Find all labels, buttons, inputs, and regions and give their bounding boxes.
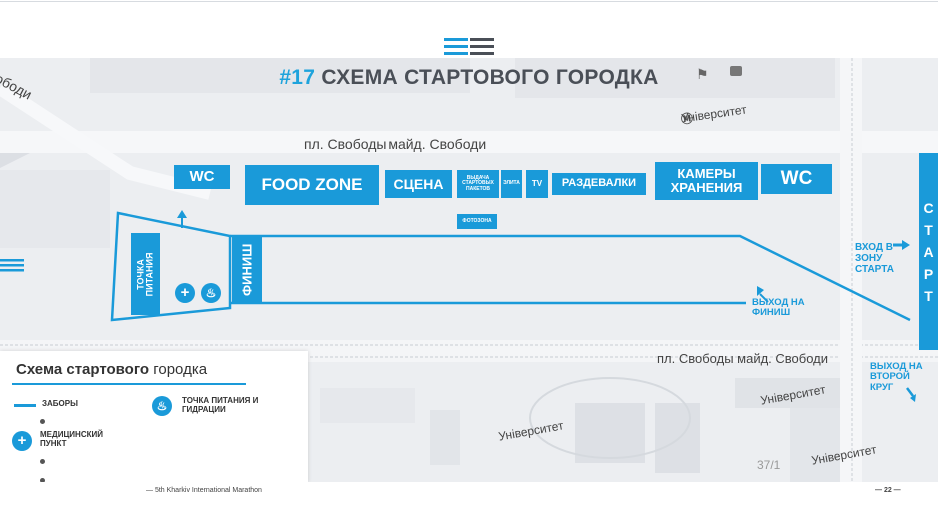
zone-changing: РАЗДЕВАЛКИ [552, 173, 646, 195]
zone-photo: ФОТОЗОНА [457, 214, 497, 229]
legend-underline [12, 383, 246, 385]
bullet [40, 419, 45, 424]
legend-hydration: ТОЧКА ПИТАНИЯ И ГИДРАЦИИ [182, 396, 259, 414]
legend-panel: Схема стартового городка ЗАБОРЫ ♨ ТОЧКА … [0, 351, 308, 483]
zone-wc-left: WC [174, 165, 230, 189]
page-number: — 22 — [875, 487, 901, 494]
zone-stage: СЦЕНА [385, 170, 452, 198]
street-label-bottom: пл. Свободы майд. Свободи [657, 351, 829, 366]
page-title: #17 СХЕМА СТАРТОВОГО ГОРОДКА [279, 66, 659, 89]
medical-legend-icon: + [12, 431, 32, 451]
map-background [0, 58, 938, 482]
footer-title: — 5th Kharkiv International Marathon [146, 487, 262, 494]
legend-fences: ЗАБОРЫ [42, 399, 78, 408]
zone-finish: ФИНИШ [232, 236, 262, 304]
top-bar [0, 0, 938, 58]
zone-tv: TV [526, 170, 548, 198]
hydration-legend-icon: ♨ [152, 396, 172, 416]
footer: — 5th Kharkiv International Marathon — 2… [0, 482, 938, 528]
zone-food: FOOD ZONE [245, 165, 379, 205]
exit-second-lap-label: ВЫХОД НА ВТОРОЙ КРУГ [870, 361, 923, 393]
bullet [40, 459, 45, 464]
zone-packet-pickup: ВЫДАЧА СТАРТОВЫХ ПАКЕТОВ [457, 170, 499, 198]
bullet [40, 478, 45, 483]
zone-wc-right: WC [761, 164, 832, 194]
top-divider [0, 1, 938, 2]
fence-outline [0, 210, 916, 402]
medical-icon: + [175, 283, 195, 303]
flag-icon: ⚑ [696, 66, 709, 82]
legend-title: Схема стартового городка [16, 361, 208, 378]
zone-food-point: ТОЧКА ПИТАНИЯ [131, 233, 160, 315]
building-number: 37/1 [757, 458, 781, 472]
entry-start-label: ВХОД В ЗОНУ СТАРТА [855, 242, 894, 275]
zone-storage: КАМЕРЫ ХРАНЕНИЯ [655, 162, 758, 200]
marathon-logo-icon [444, 38, 496, 56]
exit-finish-label: ВЫХОД НА ФИНИШ [752, 297, 805, 319]
street-label-top: пл. Свободы майд. Свободи [304, 136, 487, 152]
lock-icon [730, 66, 742, 76]
zone-elite: ЭЛИТА [501, 170, 522, 198]
zone-start: СТАРТ [919, 153, 938, 350]
hydration-icon: ♨ [201, 283, 221, 303]
fence-swatch [14, 404, 36, 407]
venue-map: пл. Свободы майд. Свободи ободи пл. Своб… [0, 58, 938, 482]
legend-medical: МЕДИЦИНСКИЙ ПУНКТ [40, 430, 103, 448]
